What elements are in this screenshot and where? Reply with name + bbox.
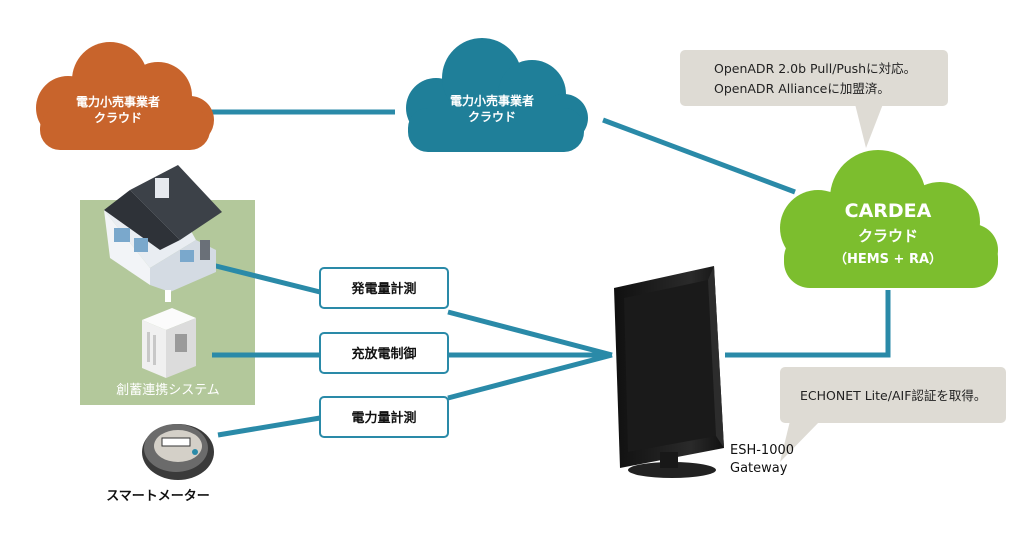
label-generation-text: 発電量計測 bbox=[350, 281, 416, 297]
line-power-to-gateway bbox=[447, 352, 613, 401]
gateway-device-icon bbox=[614, 266, 724, 478]
line-generation-to-gateway bbox=[447, 309, 613, 358]
echonet-bubble: ECHONET Lite/AIF認証を取得。 bbox=[780, 367, 1006, 462]
openadr-line1: OpenADR 2.0b Pull/Pushに対応。 bbox=[714, 61, 916, 76]
line-gateway-to-cardea bbox=[725, 290, 891, 358]
echonet-line1: ECHONET Lite/AIF認証を取得。 bbox=[800, 388, 986, 403]
gateway-model: ESH-1000 bbox=[730, 443, 794, 458]
label-generation: 発電量計測 bbox=[319, 267, 449, 309]
openadr-bubble: OpenADR 2.0b Pull/Pushに対応。 OpenADR Allia… bbox=[680, 50, 948, 148]
connection-lines bbox=[208, 109, 891, 438]
label-power: 電力量計測 bbox=[319, 396, 449, 438]
system-panel-label: 創蓄連携システム bbox=[116, 382, 220, 398]
cloud-left-line1: 電力小売事業者 bbox=[76, 94, 160, 109]
house-icon bbox=[104, 165, 222, 292]
line-meter-to-power bbox=[217, 415, 321, 438]
cloud-left-line2: クラウド bbox=[94, 111, 142, 125]
openadr-line2: OpenADR Allianceに加盟済。 bbox=[714, 81, 890, 96]
cardea-subtitle: クラウド bbox=[858, 227, 918, 245]
cardea-hems-ra: （HEMS + RA） bbox=[834, 251, 942, 267]
line-house-to-generation bbox=[211, 262, 321, 295]
gateway-name: Gateway bbox=[730, 461, 788, 476]
cloud-cardea: CARDEA クラウド （HEMS + RA） bbox=[780, 150, 998, 288]
cloud-left: 電力小売事業者 クラウド bbox=[36, 42, 214, 150]
cloud-middle-line2: クラウド bbox=[468, 110, 516, 124]
line-middle-to-cardea bbox=[602, 117, 796, 195]
cloud-middle: 電力小売事業者 クラウド bbox=[406, 38, 588, 152]
label-power-text: 電力量計測 bbox=[351, 410, 416, 426]
storage-unit-icon bbox=[142, 308, 196, 378]
cloud-middle-line1: 電力小売事業者 bbox=[450, 93, 534, 108]
smart-meter-icon bbox=[142, 424, 214, 480]
label-charge-text: 充放電制御 bbox=[351, 346, 416, 362]
label-charge: 充放電制御 bbox=[319, 332, 449, 374]
cardea-title: CARDEA bbox=[845, 200, 932, 222]
panel-connector bbox=[165, 290, 171, 302]
smart-meter-label: スマートメーター bbox=[106, 489, 210, 504]
